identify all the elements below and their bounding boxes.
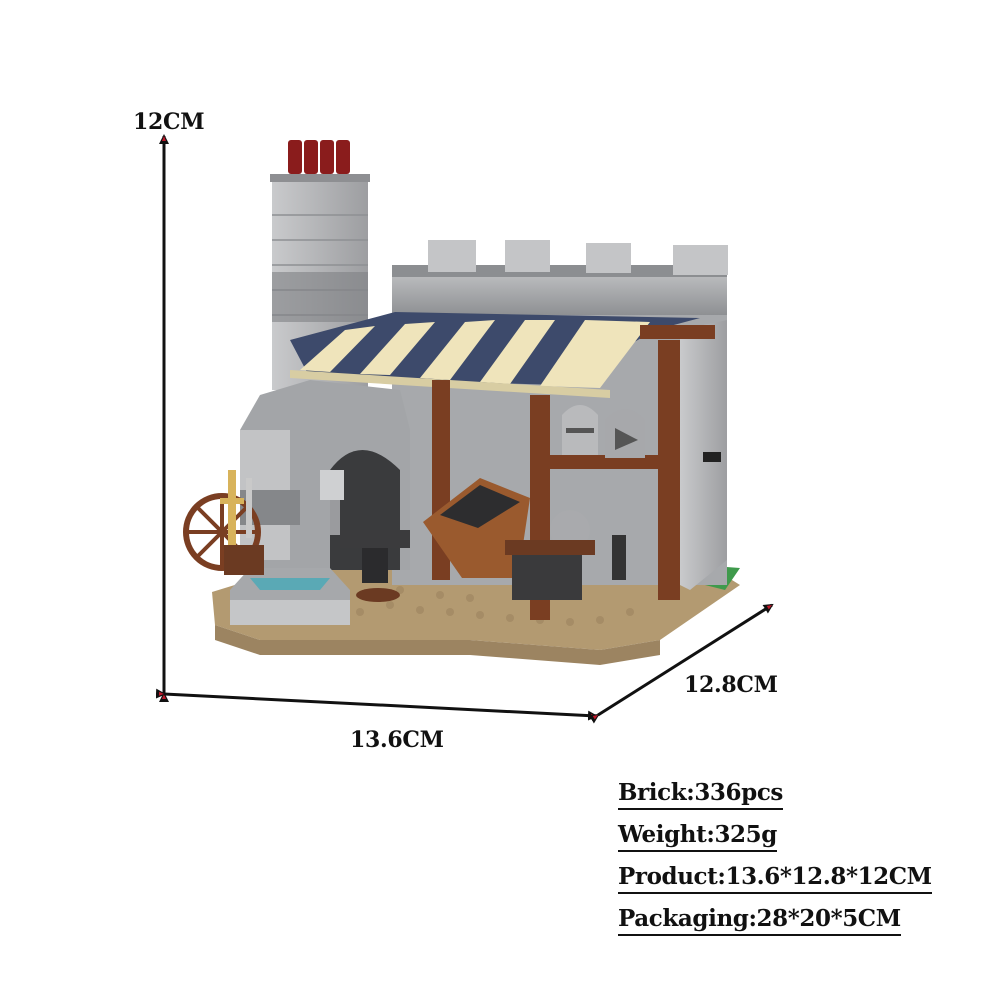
forge <box>240 380 410 570</box>
width-label: 13.6CM <box>350 727 444 753</box>
chimney-pots <box>288 140 350 174</box>
spec-weight: Weight:325g <box>618 820 777 852</box>
weapon-rack <box>220 470 264 575</box>
width-arrow <box>155 688 598 721</box>
stone-well <box>230 568 350 625</box>
anvil <box>340 530 410 602</box>
grindstone <box>505 510 626 600</box>
helmet-shelf <box>562 405 645 458</box>
depth-label: 12.8CM <box>684 672 778 698</box>
ore-crate <box>423 478 530 578</box>
height-label: 12CM <box>133 109 205 135</box>
spec-list: Brick:336pcs Weight:325g Product:13.6*12… <box>618 778 932 946</box>
depth-arrow <box>588 603 774 724</box>
spec-packaging-size: Packaging:28*20*5CM <box>618 904 901 936</box>
spec-brick-count: Brick:336pcs <box>618 778 783 810</box>
spec-product-size: Product:13.6*12.8*12CM <box>618 862 932 894</box>
